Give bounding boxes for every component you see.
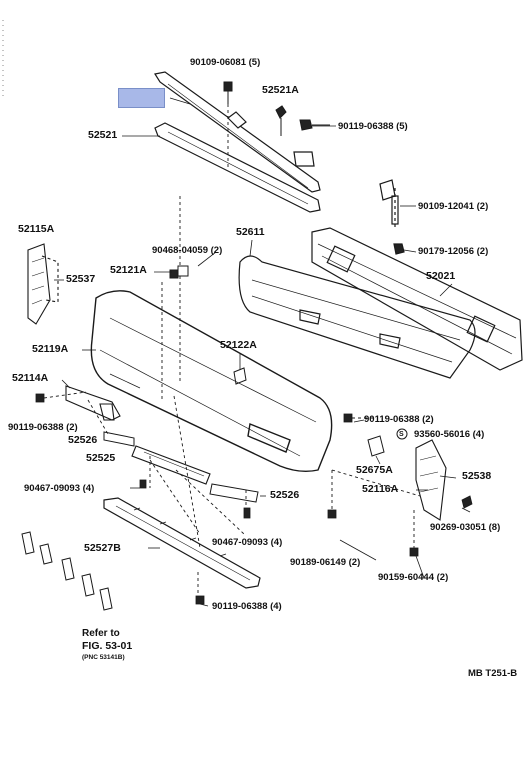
part-label-52611[interactable]: 52611 — [236, 226, 265, 238]
part-label-90109-06081[interactable]: 90109-06081 (5) — [190, 57, 261, 68]
part-label-90467-09093-a[interactable]: 90467-09093 (4) — [24, 483, 95, 494]
part-label-90109-12041[interactable]: 90109-12041 (2) — [418, 201, 489, 212]
spacer-52526-left — [103, 431, 135, 447]
part-label-90269-03051[interactable]: 90269-03051 (8) — [430, 522, 501, 533]
highlighted-part-marker[interactable] — [118, 88, 165, 108]
refer-line-3: (PNC 53141B) — [82, 654, 125, 661]
clips-53141B — [21, 531, 113, 611]
part-label-90468-04059[interactable]: 90468-04059 (2) — [152, 245, 223, 256]
bracket-52114A — [65, 385, 121, 421]
side-retainer-52116A — [415, 439, 447, 521]
part-label-52527B[interactable]: 52527B — [84, 542, 121, 554]
part-label-52116A[interactable]: 52116A — [362, 483, 399, 495]
part-label-52526-a[interactable]: 52526 — [68, 434, 98, 446]
refer-line-2: FIG. 53-01 — [82, 640, 133, 652]
part-label-90119-06388-d[interactable]: 90119-06388 (4) — [212, 601, 282, 612]
part-label-93560-56016[interactable]: 93560-56016 (4) — [414, 429, 485, 440]
part-label-52119A[interactable]: 52119A — [32, 343, 69, 355]
part-label-52521[interactable]: 52521 — [88, 129, 118, 141]
bolt-90119-upper — [299, 119, 330, 131]
part-label-52122A[interactable]: 52122A — [220, 339, 257, 351]
part-label-90179-12056[interactable]: 90179-12056 (2) — [418, 246, 489, 257]
part-label-90467-09093-b[interactable]: 90467-09093 (4) — [212, 537, 283, 548]
spoiler-52525 — [131, 445, 211, 485]
part-label-90159-60444[interactable]: 90159-60444 (2) — [378, 572, 449, 583]
clip-52121A — [169, 265, 189, 279]
refer-to-figure-note[interactable]: Refer to FIG. 53-01 (PNC 53141B) — [82, 628, 132, 664]
retainer-52527B — [103, 497, 261, 589]
part-label-52538[interactable]: 52538 — [462, 470, 492, 482]
label-leaders — [54, 97, 471, 607]
bumper-cover-52119A — [90, 290, 333, 473]
leader-lines — [43, 104, 421, 596]
part-label-52526-b[interactable]: 52526 — [270, 489, 300, 501]
part-label-52525[interactable]: 52525 — [86, 452, 116, 464]
part-label-52114A[interactable]: 52114A — [12, 372, 49, 384]
bolt-90109-06081 — [223, 81, 233, 104]
part-label-52537[interactable]: 52537 — [66, 273, 96, 285]
part-label-52521A[interactable]: 52521A — [262, 84, 299, 96]
bolt-52521A — [275, 105, 287, 136]
circle-s-label: S — [399, 431, 404, 438]
side-retainer-52115A — [27, 243, 59, 325]
part-label-52675A[interactable]: 52675A — [356, 464, 393, 476]
part-label-90119-06388-c[interactable]: 90119-06388 (2) — [364, 414, 434, 425]
circle-s-mark — [396, 428, 408, 440]
part-label-52021[interactable]: 52021 — [426, 270, 456, 282]
part-label-90189-06149[interactable]: 90189-06149 (2) — [290, 557, 361, 568]
fastener-set — [35, 393, 473, 605]
spacer-52526-right — [209, 483, 259, 503]
part-label-52115A[interactable]: 52115A — [18, 223, 55, 235]
bumper-reinforcement-52021 — [311, 179, 523, 371]
clip-52122A — [233, 367, 247, 385]
figure-code: MB T251-B — [468, 668, 518, 679]
refer-line-1: Refer to — [82, 628, 120, 639]
clip-52675A — [367, 435, 385, 457]
part-label-52121A[interactable]: 52121A — [110, 264, 147, 276]
part-label-90119-06388-b[interactable]: 90119-06388 (2) — [8, 422, 78, 433]
part-label-90119-06388-a[interactable]: 90119-06388 (5) — [338, 121, 408, 132]
